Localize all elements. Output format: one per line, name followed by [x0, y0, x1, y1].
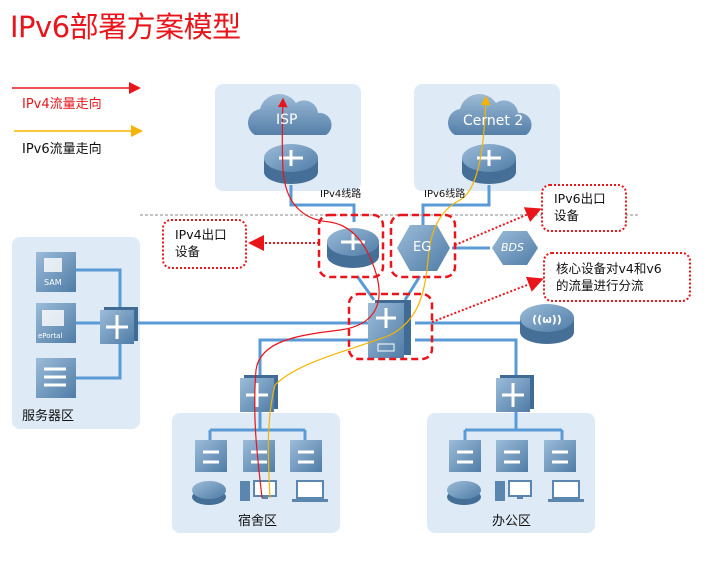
dorm-zone-label: 宿舍区: [238, 514, 278, 529]
isp-router-icon: [264, 144, 318, 184]
ipv6-exit-callout-line2: 设备: [554, 208, 580, 223]
svg-text:((ω)): ((ω)): [532, 313, 562, 326]
core-callout-line2: 的流量进行分流: [556, 278, 644, 293]
ipv6-callout-pointer: [454, 207, 542, 246]
eg-label: EG: [413, 240, 432, 255]
link-office-agg: [463, 410, 564, 440]
server-zone-switch-icon: [100, 307, 138, 344]
ipv4-flow-path: [254, 97, 380, 499]
ipv4-exit-callout: IPv4出口 设备: [175, 226, 227, 260]
isp-zone: [215, 84, 361, 191]
ipv6-exit-callout: IPv6出口 设备: [554, 190, 606, 224]
links: [73, 185, 564, 440]
core-callout-box: [543, 252, 691, 302]
generic-server-icon: [36, 358, 76, 398]
office-laptop-icon: [548, 480, 584, 502]
ipv6-exit-callout-box: [541, 184, 627, 232]
eportal-server-icon: [36, 303, 76, 343]
ipv6-exit-callout-line1: IPv6出口: [554, 191, 606, 206]
office-zone-label: 办公区: [492, 514, 532, 529]
office-pc-icon: [495, 480, 532, 501]
wireless-controller-icon: ((ω)): [520, 304, 574, 344]
ipv4-exit-router-icon: [327, 228, 379, 268]
sam-server-icon: [36, 252, 76, 292]
dorm-access-switch-icon: [195, 440, 227, 472]
ipv6-exit-highlight: [389, 213, 457, 279]
cernet2-router-icon: [462, 144, 516, 184]
core-switch-icon: [368, 300, 411, 358]
core-callout: 核心设备对v4和v6 的流量进行分流: [556, 260, 662, 294]
server-zone-label: 服务器区: [22, 409, 75, 424]
office-agg-switch-icon: [496, 375, 534, 412]
sam-label: SAM: [44, 278, 62, 287]
dorm-laptop-icon: [292, 480, 328, 502]
link-isp-v4router: [289, 185, 356, 222]
page-title: IPv6部署方案模型: [10, 10, 241, 44]
bds-icon: [492, 231, 538, 265]
cernet2-zone: [414, 84, 560, 191]
dorm-ap-icon: [192, 481, 226, 505]
dorm-access-switch-icon: [290, 440, 322, 472]
dorm-pc-icon: [240, 480, 277, 501]
ipv4-exit-callout-line1: IPv4出口: [175, 227, 227, 242]
link-core-dorm: [258, 338, 370, 380]
link-core-office: [415, 338, 518, 380]
legend-ipv6-label: IPv6流量走向: [22, 142, 102, 157]
cernet2-label: Cernet 2: [463, 113, 524, 129]
ipv4-exit-callout-line2: 设备: [175, 244, 201, 259]
ipv4-line-label: IPv4线路: [320, 189, 362, 200]
ipv6-line-label: IPv6线路: [424, 189, 466, 200]
eg-gateway-icon: [397, 225, 450, 271]
eportal-label: ePortal: [38, 332, 63, 340]
office-access-switch-icon: [496, 440, 528, 472]
ipv4-exit-callout-box: [162, 219, 247, 269]
bds-label: BDS: [501, 241, 524, 254]
link-dorm-agg: [208, 410, 307, 440]
link-v4router-core: [355, 275, 376, 301]
link-eg-core: [403, 275, 422, 301]
isp-cloud-icon: [247, 94, 332, 135]
office-access-switch-icon: [449, 440, 481, 472]
core-callout-line1: 核心设备对v4和v6: [556, 261, 662, 276]
ipv4-exit-highlight: [317, 213, 385, 279]
legend-ipv4-label: IPv4流量走向: [22, 97, 102, 112]
core-callout-pointer: [431, 276, 544, 323]
office-ap-icon: [447, 481, 481, 505]
office-access-switch-icon: [544, 440, 576, 472]
isp-label: ISP: [276, 112, 298, 128]
core-highlight: [347, 292, 434, 361]
cernet2-cloud-icon: [447, 94, 532, 135]
dorm-agg-switch-icon: [240, 375, 278, 412]
ipv6-flow-path: [267, 95, 491, 499]
